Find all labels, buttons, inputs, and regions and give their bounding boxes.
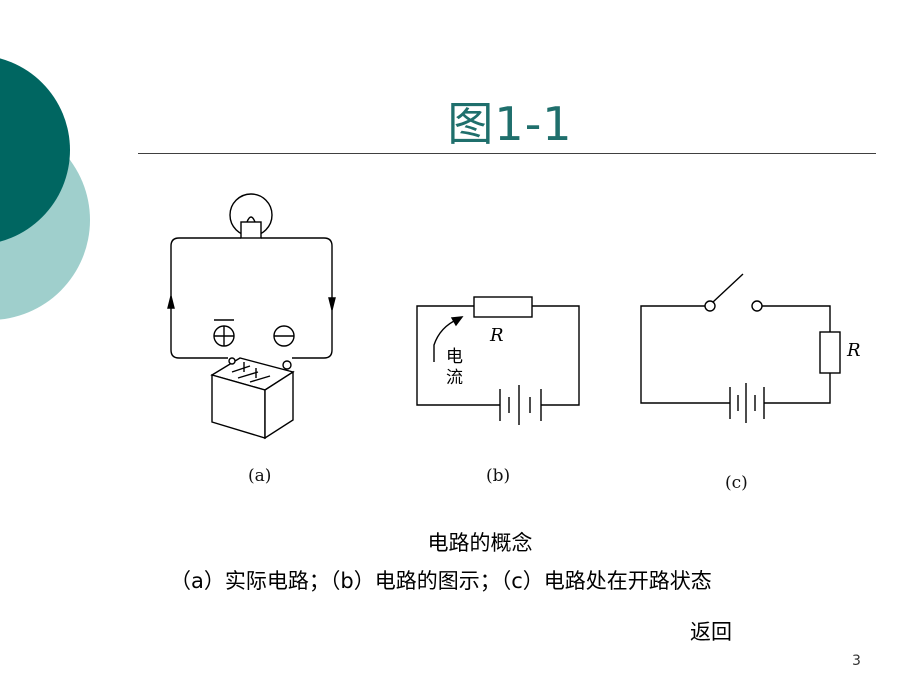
back-link[interactable]: 返回 xyxy=(690,620,732,644)
circuit-diagrams: R 电 流 R xyxy=(167,193,861,440)
wire-loop-a xyxy=(170,237,241,359)
caption-c: (c) xyxy=(725,473,748,493)
current-label-1: 电 xyxy=(446,347,463,367)
current-label-2: 流 xyxy=(446,368,463,388)
figure-b-circuit-diagram xyxy=(416,296,580,425)
switch-contact-left xyxy=(704,300,716,312)
wire-loop-a-right xyxy=(261,237,333,359)
page-number: 3 xyxy=(852,653,861,669)
resistor-b xyxy=(473,296,533,318)
switch-lever xyxy=(712,273,744,303)
figure-c-open-circuit xyxy=(640,273,841,423)
wire-b-right xyxy=(532,305,580,406)
resistor-c-label: R xyxy=(846,340,861,361)
dark-teal-circle xyxy=(0,58,70,242)
switch-contact-right xyxy=(751,300,763,312)
wire-c-right xyxy=(762,305,831,404)
title-divider xyxy=(138,153,876,154)
resistor-c xyxy=(819,331,841,374)
resistor-b-label: R xyxy=(489,325,504,346)
bulb-base xyxy=(240,221,262,239)
bulb-filament xyxy=(246,216,256,223)
caption-b: (b) xyxy=(486,466,511,486)
wire-b-top xyxy=(416,305,500,406)
arrow-down-right xyxy=(328,297,336,311)
figure-a-actual-circuit xyxy=(167,193,336,440)
decorative-circles xyxy=(0,58,90,320)
current-arrow-head xyxy=(450,316,464,327)
battery-post-left xyxy=(228,357,236,365)
slide-title: 图1-1 xyxy=(447,97,573,151)
caption-a: (a) xyxy=(248,466,272,486)
concept-title: 电路的概念 xyxy=(427,531,533,555)
battery-side xyxy=(264,370,294,440)
figure-description: （a）实际电路；（b）电路的图示；（c）电路处在开路状态 xyxy=(170,569,712,593)
arrow-up-left xyxy=(167,295,175,309)
wire-c-left xyxy=(640,305,730,404)
battery-top-marks xyxy=(231,362,271,383)
battery-post-right xyxy=(282,360,292,370)
